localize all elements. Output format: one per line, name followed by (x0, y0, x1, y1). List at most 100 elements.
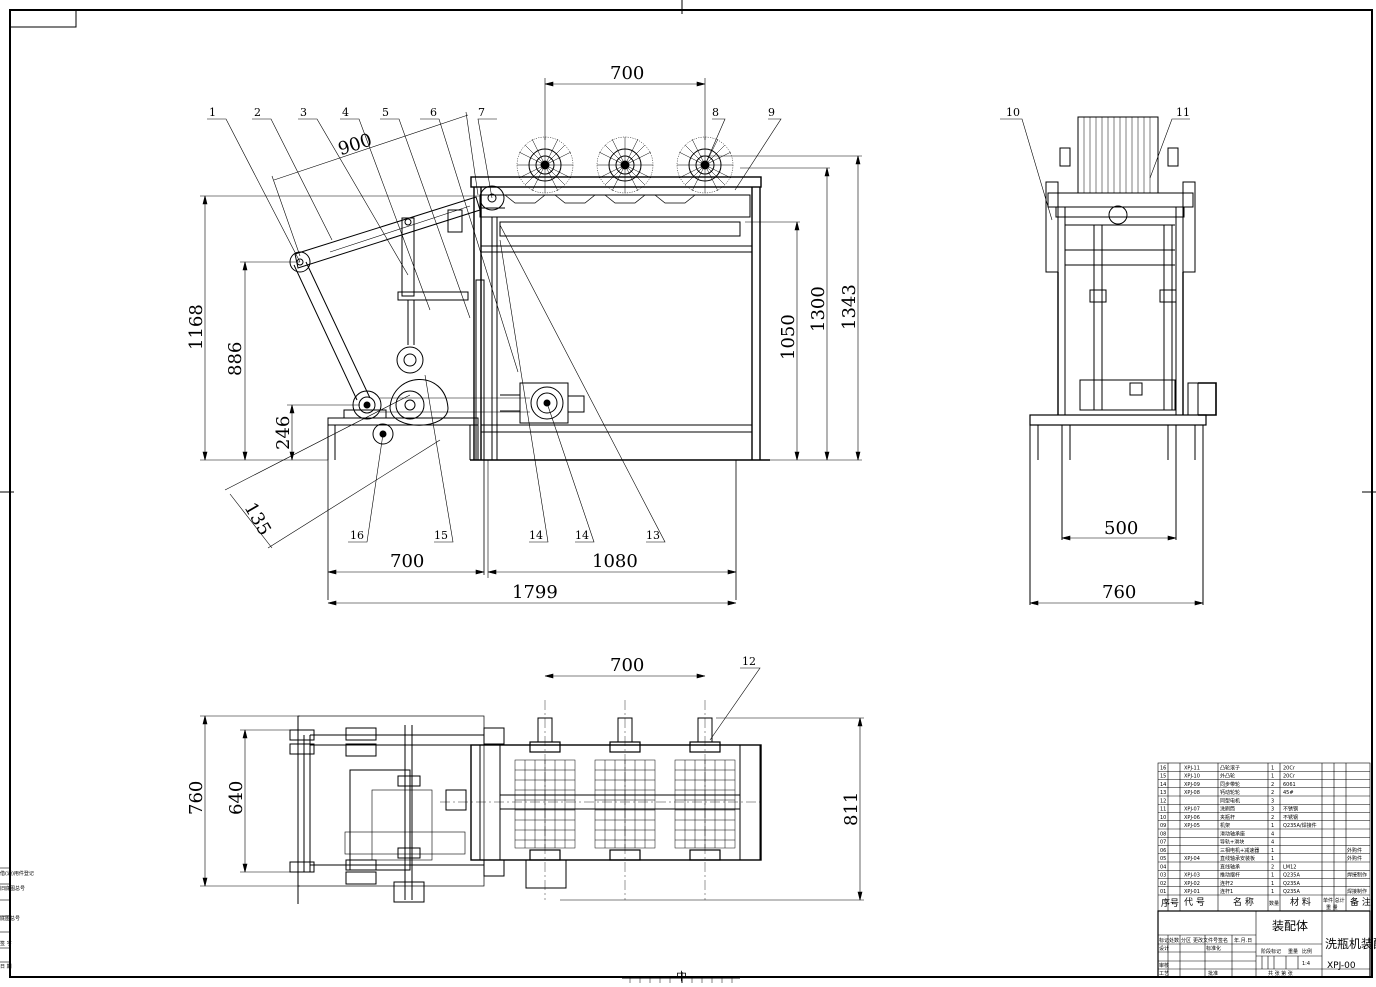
bom-cell-qty: 2 (1271, 864, 1274, 870)
balloon-11: 11 (1176, 106, 1190, 119)
cam-mechanism (343, 379, 449, 445)
margin-mark-4: 签 字 (0, 940, 12, 947)
balloon-1: 1 (209, 106, 216, 119)
top-view: 700 760 640 811 12 (186, 655, 864, 904)
rev-header-4: 更改文件号 (1193, 937, 1218, 944)
bom-cell-qty: 2 (1271, 782, 1274, 788)
margin-mark-2: 旧底图总号 (0, 885, 25, 892)
bom-cell-name: 推动摆杆 (1220, 872, 1240, 879)
role-process: 工艺 (1159, 971, 1169, 977)
stage-header-2: 重量 (1288, 948, 1298, 955)
bom-cell-no: 06 (1160, 848, 1166, 854)
dim-frame-length: 1080 (592, 551, 638, 572)
dim-pivot-height: 886 (225, 342, 246, 376)
bom-cell-no: 03 (1160, 873, 1166, 879)
title-block: 装配体 洗瓶机装配图 XPJ-00 1:4 共 张 第 张 阶段标记 重量 比例… (1157, 910, 1376, 978)
role-design: 设计 (1159, 945, 1169, 952)
bom-cell-no: 15 (1160, 774, 1166, 780)
bom-cell-mat: Q235A (1283, 881, 1300, 887)
margin-record-strip: 借(通)用件登记 旧底图总号 底图总号 签 字 日 期 (0, 867, 34, 970)
title-drawing-name: 洗瓶机装配图 (1325, 937, 1376, 951)
bom-cell-qty: 1 (1271, 774, 1274, 780)
role-review: 审核 (1159, 962, 1169, 969)
balloon-14a: 14 (529, 529, 543, 542)
bom-cell-mat: Q235A (1283, 873, 1300, 879)
bom-cell-qty: 1 (1271, 848, 1274, 854)
bom-cell-no: 04 (1160, 864, 1166, 870)
balloon-9: 9 (768, 106, 775, 119)
bom-cell-qty: 2 (1271, 790, 1274, 796)
bom-cell-code: XPJ-03 (1184, 873, 1200, 879)
dim-overall-length: 1799 (512, 582, 558, 603)
bom-cell-qty: 1 (1271, 889, 1274, 895)
bom-cell-name: 直线轴承安装板 (1220, 855, 1255, 862)
bom-cell-code: XPJ-10 (1184, 774, 1200, 780)
bom-cell-name: 机架 (1220, 822, 1230, 829)
bom-cell-name: 导轨+滑块 (1220, 839, 1244, 846)
front-view: 700 900 1168 886 246 135 1050 1300 1343 … (186, 63, 862, 606)
bom-cell-name: 同步带轮 (1220, 781, 1240, 788)
role-approve: 批准 (1208, 970, 1218, 977)
dim-feed-length: 700 (390, 551, 424, 572)
stage-header-1: 阶段标记 (1261, 948, 1281, 955)
zone-mark: 中 (676, 970, 687, 983)
bom-cell-code: XPJ-02 (1184, 881, 1200, 887)
balloon-7: 7 (478, 106, 485, 119)
bom-cell-code: XPJ-09 (1184, 782, 1200, 788)
dim-frame-height-2: 1300 (808, 286, 829, 332)
bom-cell-mat: 不锈钢 (1283, 806, 1298, 813)
bom-cell-mat: 45# (1283, 790, 1294, 796)
bom-cell-note: 焊接制作 (1347, 872, 1367, 879)
dim-side-inner-width: 500 (1104, 518, 1138, 539)
rev-header-5: 签名 (1218, 937, 1228, 944)
bom-header-qty: 数量 (1269, 900, 1279, 907)
bom-cell-mat: 20Cr (1283, 765, 1296, 771)
margin-mark-5: 日 期 (0, 964, 12, 970)
bom-cell-no: 07 (1160, 840, 1166, 846)
bom-cell-no: 09 (1160, 823, 1166, 829)
bom-cell-name: 外凸轮 (1220, 773, 1235, 780)
bom-cell-qty: 1 (1271, 765, 1274, 771)
bom-cell-code: XPJ-07 (1184, 807, 1200, 813)
bom-header-mat: 材 料 (1290, 896, 1311, 908)
bom-cell-note: 外购件 (1347, 855, 1362, 862)
bom-cell-name: 凸轮滚子 (1220, 764, 1240, 771)
balloon-15: 15 (434, 529, 448, 542)
title-sheet: 共 张 第 张 (1268, 970, 1293, 977)
dim-frame-height-1: 1050 (778, 314, 799, 360)
rev-header-6: 年.月.日 (1234, 937, 1252, 944)
dim-side-outer-width: 760 (1102, 582, 1136, 603)
balloon-10: 10 (1006, 106, 1020, 119)
bom-cell-code: XPJ-06 (1184, 815, 1200, 821)
bom-cell-mat: 不锈钢 (1283, 814, 1298, 821)
gear-motor (500, 382, 585, 424)
rev-header-1: 标记 (1159, 937, 1169, 944)
margin-mark-1: 借(通)用件登记 (0, 870, 34, 877)
dim-top-overall-width: 760 (186, 781, 207, 815)
stage-header-3: 比例 (1302, 948, 1312, 955)
bom-cell-qty: 1 (1271, 823, 1274, 829)
bom-cell-name: 直线轴承 (1220, 863, 1240, 870)
dim-top-depth: 811 (841, 792, 862, 826)
swing-arm (289, 196, 481, 273)
bom-cell-mat: Q235A/焊接件 (1283, 822, 1317, 829)
title-scale: 1:4 (1302, 961, 1310, 967)
balloon-3: 3 (300, 106, 307, 119)
bom-cell-name: 连杆1 (1220, 888, 1233, 895)
bom-cell-name: 钙动轮轮 (1220, 789, 1240, 796)
bom-cell-no: 12 (1160, 798, 1166, 804)
balloon-13: 13 (646, 529, 660, 542)
bom-header-no: 序号 (1161, 897, 1179, 909)
dim-frame-height-3: 1343 (839, 284, 860, 330)
dim-top-inner-width: 640 (226, 781, 247, 815)
balloon-5: 5 (382, 106, 389, 119)
bom-cell-code: XPJ-05 (1184, 823, 1200, 829)
bom-cell-qty: 2 (1271, 815, 1274, 821)
bom-cell-qty: 1 (1271, 856, 1274, 862)
bom-cell-qty: 1 (1271, 873, 1274, 879)
balloon-12: 12 (742, 655, 756, 668)
balloon-14b: 14 (575, 529, 589, 542)
